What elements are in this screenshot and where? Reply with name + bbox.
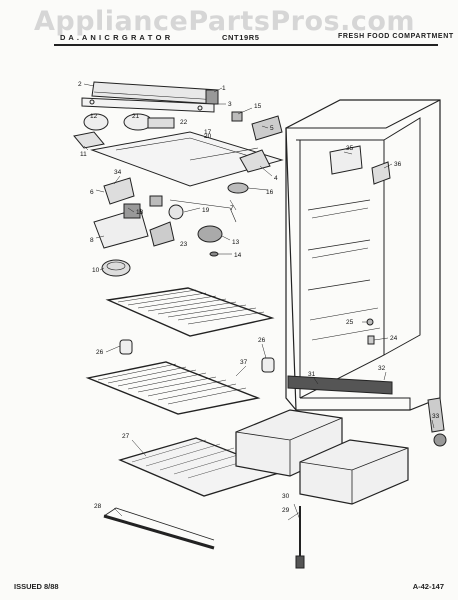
callout-2: 2 [78, 81, 82, 88]
document-number: A-42-147 [412, 582, 444, 591]
callout-1: 1 [222, 85, 226, 92]
control-panel [73, 113, 284, 194]
callout-21: 21 [132, 113, 140, 120]
callout-30: 30 [282, 493, 290, 500]
callout-12: 12 [90, 113, 98, 120]
callout-27: 27 [122, 433, 130, 440]
callout-17: 17 [204, 129, 212, 136]
callout-5: 5 [270, 125, 274, 132]
callout-11: 11 [80, 151, 87, 158]
callout-20: 20 [204, 133, 212, 140]
callout-26a: 26 [96, 349, 104, 356]
callout-34: 34 [114, 169, 122, 176]
watermark: AppliancePartsPros.com [34, 6, 416, 37]
leader-lines [83, 83, 435, 521]
light-assembly [93, 177, 237, 277]
callout-35: 35 [346, 145, 354, 152]
callout-31: 31 [308, 371, 316, 378]
callout-23: 23 [180, 241, 188, 248]
callout-25: 25 [346, 319, 354, 326]
header-section: FRESH FOOD COMPARTMENT [338, 33, 454, 40]
callout-33: 33 [432, 413, 440, 420]
callout-7: 7 [230, 205, 234, 212]
cabinet [285, 99, 447, 447]
wire-shelf-upper [105, 287, 275, 337]
crisper-drawers [235, 409, 409, 569]
callout-4: 4 [274, 175, 278, 182]
issued-date: ISSUED 8/88 [14, 582, 59, 591]
callout-13: 13 [232, 239, 240, 246]
callout-26b: 26 [258, 337, 266, 344]
callout-6: 6 [90, 189, 94, 196]
callout-22: 22 [180, 119, 188, 126]
callout-3: 3 [228, 101, 232, 108]
callout-24: 24 [390, 335, 398, 342]
callout-36: 36 [394, 161, 402, 168]
callout-28: 28 [94, 503, 102, 510]
callout-29: 29 [282, 507, 290, 514]
callout-18: 18 [136, 209, 144, 216]
wire-shelf-lower [85, 339, 275, 415]
callout-10: 10 [92, 267, 100, 274]
callout-19: 19 [202, 207, 210, 214]
callout-labels: 1 2 3 4 5 6 7 8 10 11 12 13 14 15 16 17 … [78, 81, 440, 514]
header-rule [54, 44, 438, 46]
header-brand: D A . A N I C R G R A T O R [60, 33, 171, 42]
callout-32: 32 [378, 365, 386, 372]
header-model: CNT19R5 [222, 33, 260, 42]
callout-37: 37 [240, 359, 248, 366]
callout-14: 14 [234, 252, 242, 259]
callout-15: 15 [254, 103, 262, 110]
callout-16: 16 [266, 189, 274, 196]
callout-8: 8 [90, 237, 94, 244]
top-trim-assembly [81, 81, 243, 122]
